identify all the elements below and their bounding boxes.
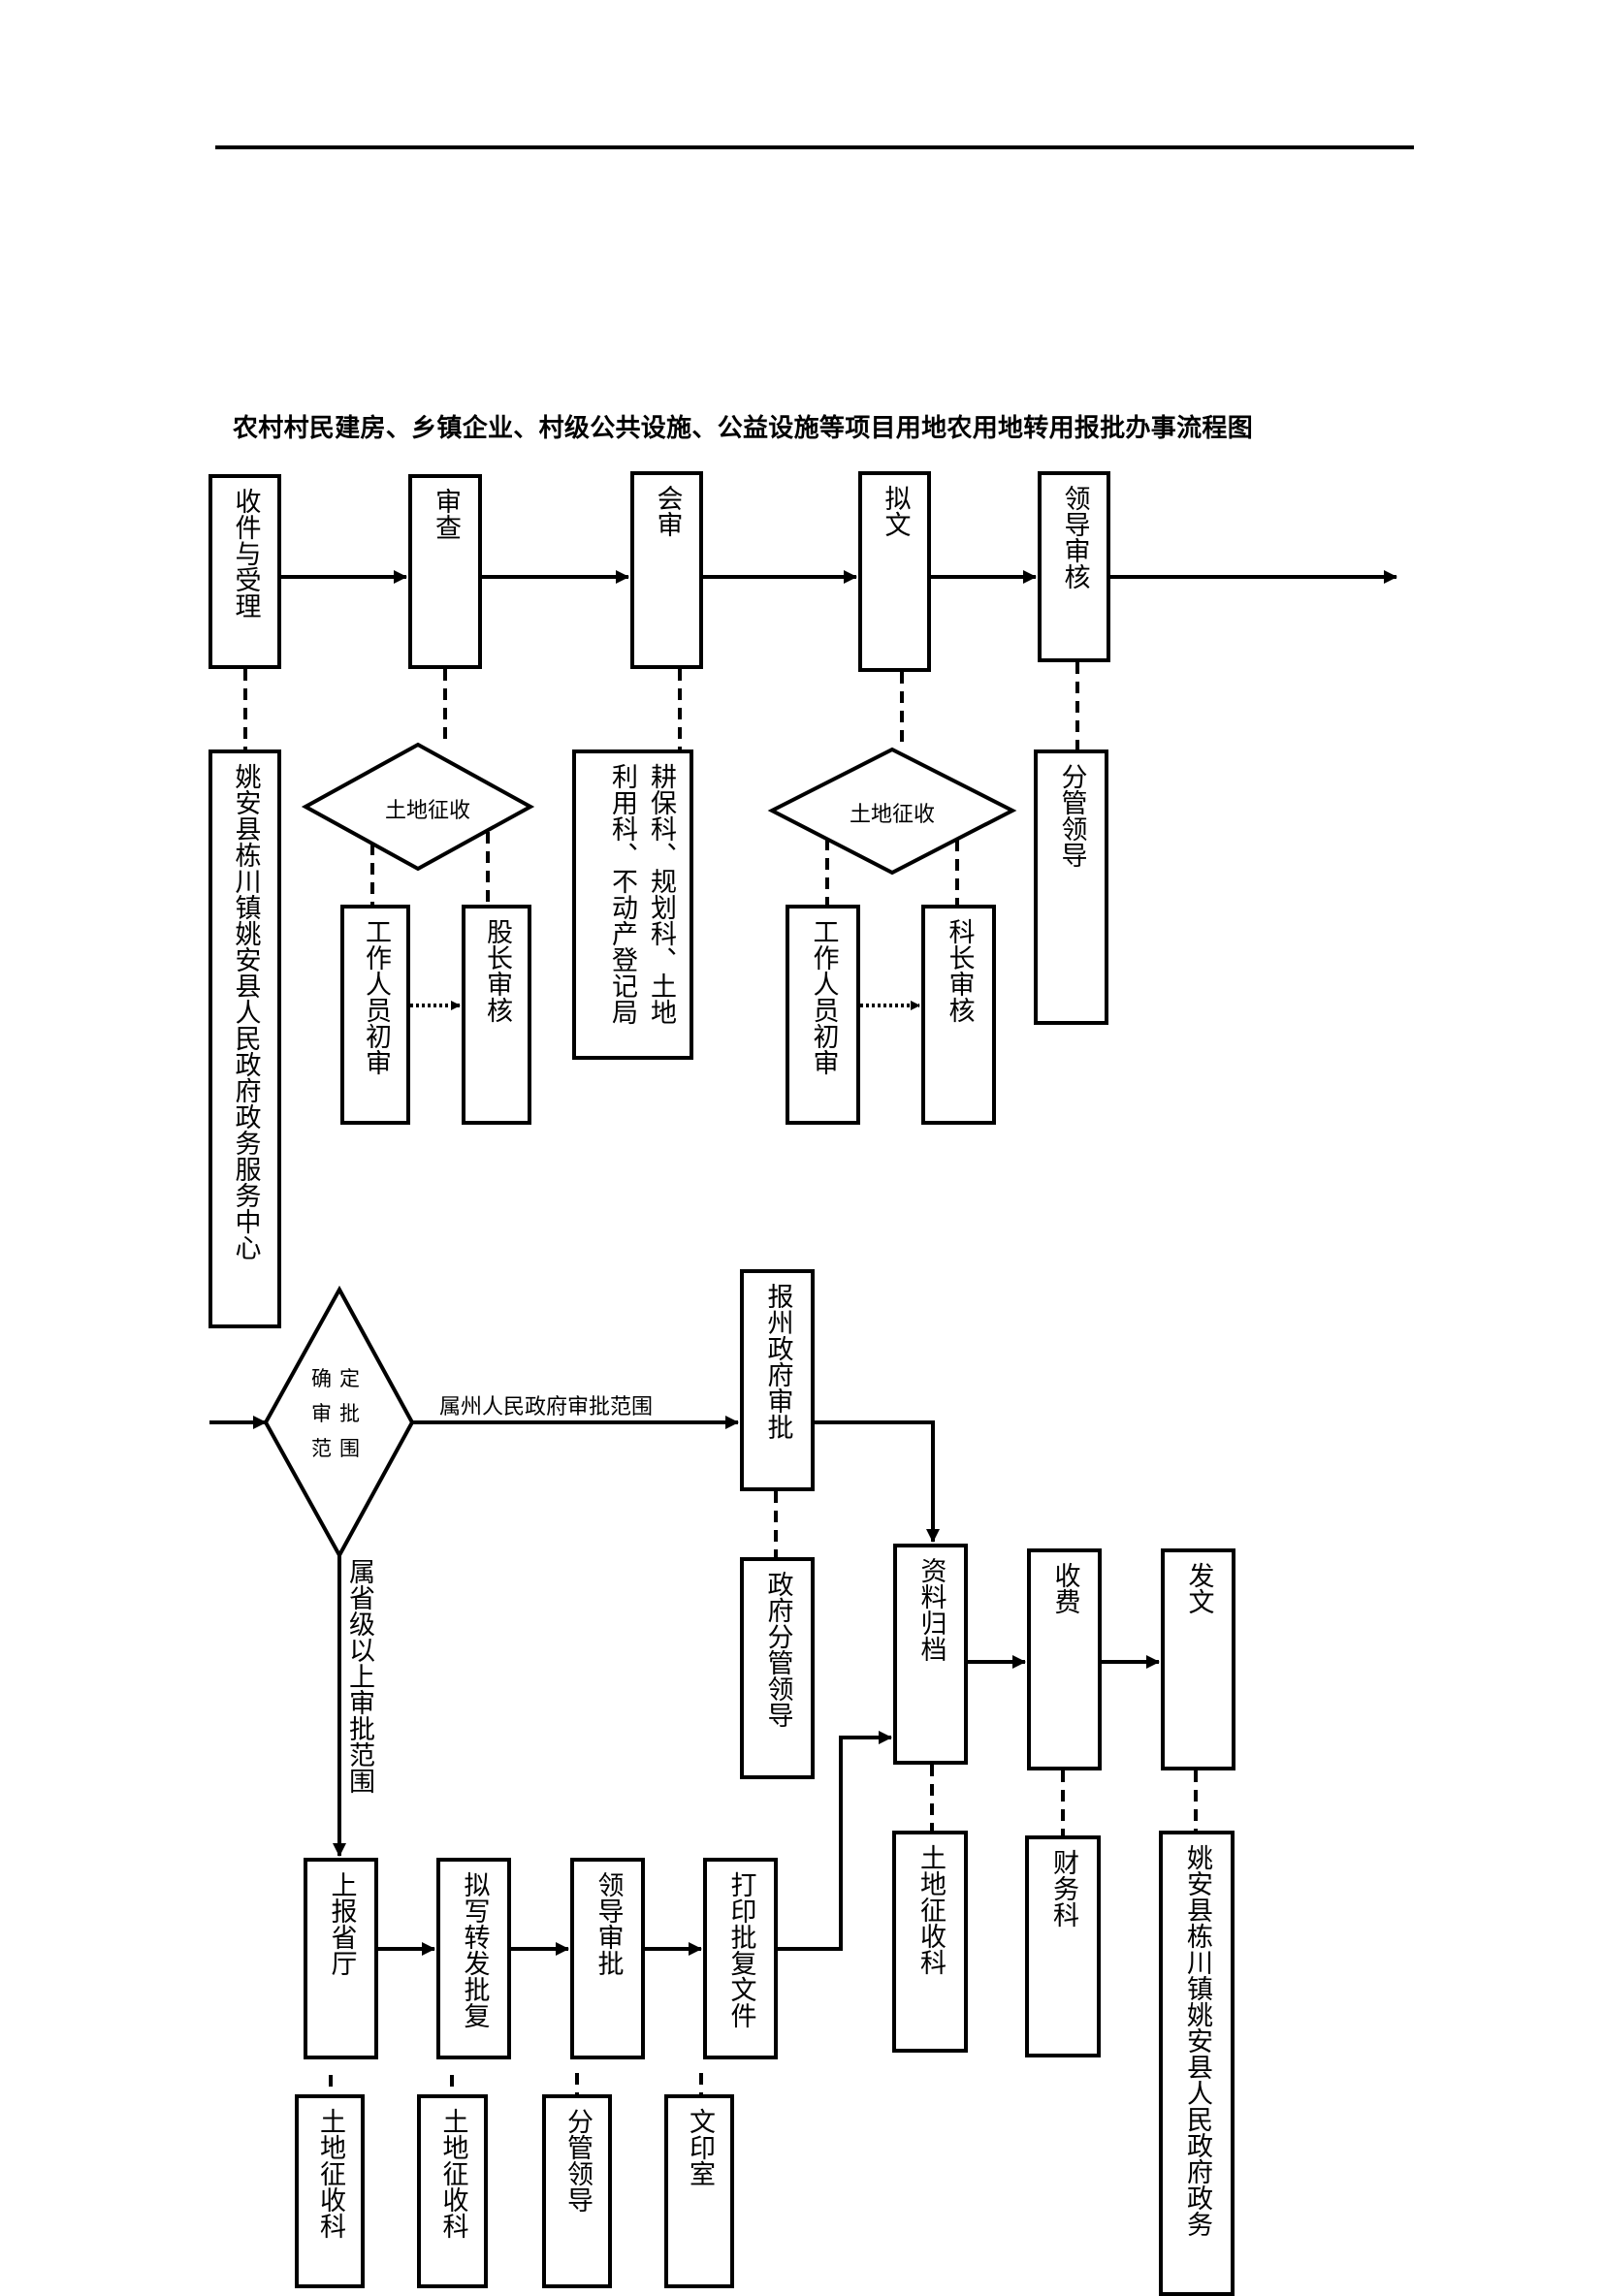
province-dept-label-1: 土地征收科 [315,2108,345,2239]
step-joint-review-label: 会审 [652,485,683,537]
draft-forward-box: 拟写转发批复 [436,1858,511,2059]
province-dept-label-3: 分管领导 [562,2108,593,2213]
division-head-label: 科长审核 [944,918,975,1023]
province-dept-label-2: 土地征收科 [437,2108,468,2239]
section-head-label: 股长审核 [482,918,512,1023]
land-expropriation-label-2: 土地征收 [850,803,936,827]
staff-initial-label-1: 工作人员初审 [361,918,391,1075]
archive-dept-label: 土地征收科 [915,1844,946,1975]
issue-box: 发文 [1161,1548,1235,1770]
departments-label: 耕保科、规划科、土地利用科、不动产登记局 [607,763,676,1025]
step-draft-label: 拟文 [880,485,911,537]
leader-approve-box: 领导审批 [570,1858,645,2059]
step-joint-review: 会审 [630,471,703,669]
leader-in-charge-box: 分管领导 [1034,749,1108,1025]
staff-initial-box-2: 工作人员初审 [786,905,860,1125]
issue-label: 发文 [1183,1562,1214,1614]
fee-dept-label: 财务科 [1048,1849,1078,1928]
decision-land-expropriation-2 [767,747,1017,876]
archive-dept-box: 土地征收科 [892,1831,968,2053]
header-rule [215,145,1414,149]
fee-box: 收费 [1027,1548,1102,1770]
staff-initial-box-1: 工作人员初审 [340,905,410,1125]
step-receive-label: 收件与受理 [230,488,261,619]
leader-approve-label: 领导审批 [593,1871,624,1976]
service-center-box: 姚安县栋川镇姚安县人民政府政务服务中心 [209,749,281,1328]
arrow-prefecture-archive [813,1420,940,1543]
fee-dept-box: 财务科 [1025,1835,1101,2057]
print-reply-label: 打印批复文件 [725,1871,756,2028]
step-draft: 拟文 [858,471,931,672]
staff-initial-label-2: 工作人员初审 [808,918,839,1075]
branch-prefecture-label: 属州人民政府审批范围 [439,1395,654,1419]
province-dept-box-1: 土地征收科 [295,2094,365,2288]
report-province-label: 上报省厅 [326,1871,357,1976]
province-dept-box-4: 文印室 [664,2094,734,2288]
service-center-label: 姚安县栋川镇姚安县人民政府政务服务中心 [230,763,261,1260]
leader-in-charge-label: 分管领导 [1056,763,1087,868]
departments-box: 耕保科、规划科、土地利用科、不动产登记局 [572,749,693,1060]
land-expropriation-label-1: 土地征收 [385,799,471,823]
report-province-box: 上报省厅 [304,1858,378,2059]
step-leader-review-label: 领导审核 [1059,485,1090,590]
arrow-print-archive [776,1731,892,1951]
province-dept-box-3: 分管领导 [542,2094,612,2288]
archive-box: 资料归档 [893,1544,968,1765]
division-head-box: 科长审核 [921,905,996,1125]
branch-province-label: 属省级以上审批范围 [344,1558,374,1794]
fee-label: 收费 [1049,1562,1080,1614]
archive-label: 资料归档 [915,1557,946,1662]
decision-land-expropriation-1 [301,742,535,872]
approval-scope-label: 确定审批范围 [311,1367,368,1460]
province-dept-label-4: 文印室 [685,2108,715,2186]
province-dept-box-2: 土地征收科 [417,2094,488,2288]
draft-forward-label: 拟写转发批复 [459,1871,490,2028]
report-prefecture-label: 报州政府审批 [762,1283,793,1440]
section-head-box: 股长审核 [462,905,531,1125]
step-review: 审查 [408,474,482,669]
page-title: 农村村民建房、乡镇企业、村级公共设施、公益设施等项目用地农用地转用报批办事流程图 [233,414,1254,443]
report-prefecture-box: 报州政府审批 [740,1269,815,1491]
issue-dept-label: 姚安县栋川镇姚安县人民政府政务 [1182,1844,1212,2237]
step-review-label: 审查 [431,488,461,540]
step-receive: 收件与受理 [209,474,281,669]
step-leader-review: 领导审核 [1038,471,1110,662]
gov-leader-label: 政府分管领导 [762,1571,793,1728]
gov-leader-box: 政府分管领导 [740,1557,815,1779]
issue-dept-box: 姚安县栋川镇姚安县人民政府政务 [1159,1831,1235,2296]
print-reply-box: 打印批复文件 [703,1858,778,2059]
